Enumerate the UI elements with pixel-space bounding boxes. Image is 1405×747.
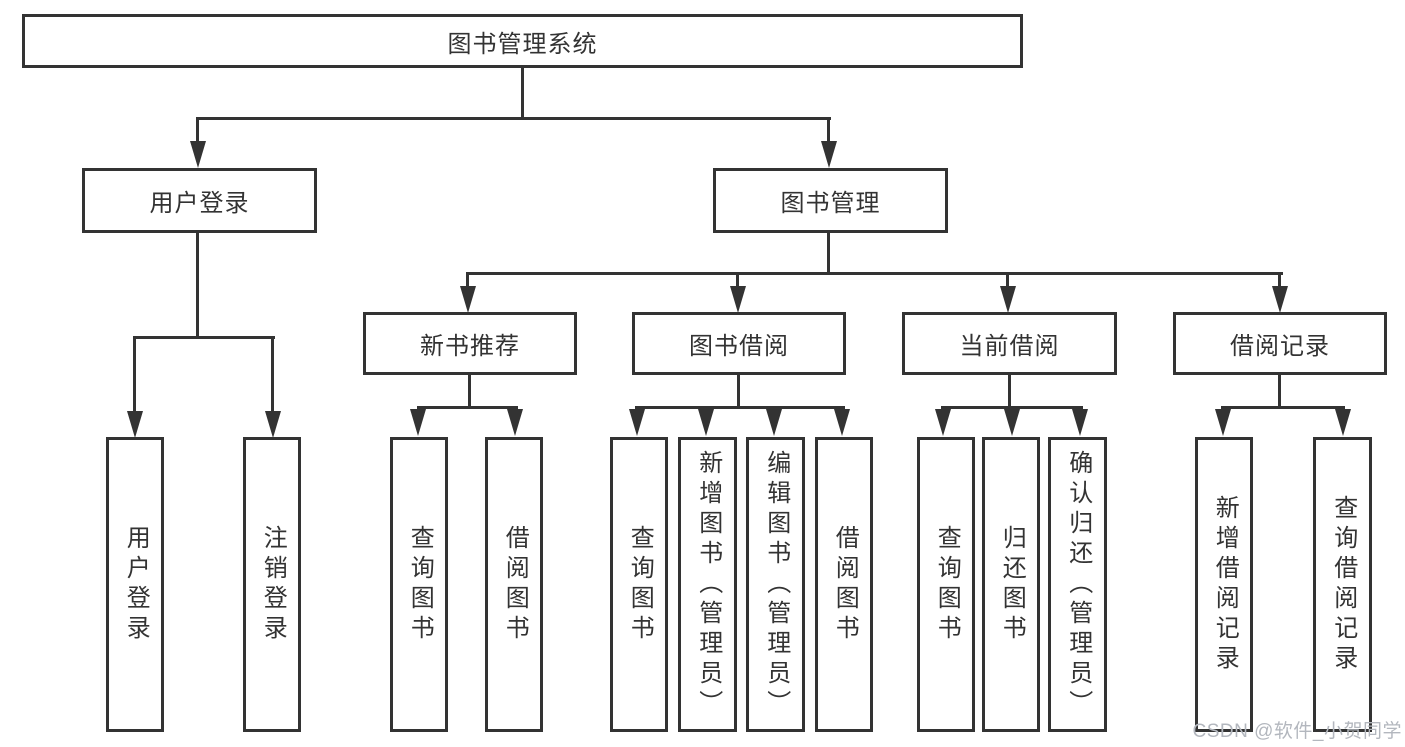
connector-drop [736,272,739,289]
arrow-down-icon [821,141,837,168]
connector-group-hline [635,406,845,409]
leaf-label: 新增图书（管理员） [694,449,722,720]
connector-book-mgmt-stem [827,232,830,275]
connector-drop [1006,272,1009,289]
node-label: 图书借阅 [689,333,789,360]
arrow-down-icon [1335,409,1351,436]
connector-group-stem [1278,375,1281,409]
arrow-down-icon [935,409,951,436]
leaf-label: 新增借阅记录 [1211,494,1239,675]
leaf-label: 查询图书 [406,524,434,645]
leaf-label: 编辑图书（管理员） [762,449,790,720]
leaf-borrow-books: 借阅图书 [815,437,873,732]
leaf-label: 确认归还（管理员） [1064,449,1092,720]
arrow-down-icon [766,409,782,436]
leaf-label: 查询图书 [626,524,654,645]
leaf-logout: 注销登录 [243,437,301,732]
leaf-label: 注销登录 [259,524,287,645]
leaf-query-borrow-record: 查询借阅记录 [1313,437,1372,732]
node-book-management-label: 图书管理 [780,190,881,217]
leaf-confirm-return-admin: 确认归还（管理员） [1048,437,1107,732]
leaf-label: 查询图书 [933,524,961,645]
connector-user-login-hline [133,336,275,339]
leaf-add-book-admin: 新增图书（管理员） [678,437,737,732]
connector-level2-hline [196,117,831,120]
node-book-management: 图书管理 [713,168,948,233]
arrow-down-icon [410,409,426,436]
leaf-label: 用户登录 [122,524,150,645]
node-root: 图书管理系统 [22,14,1023,68]
arrow-down-icon [507,409,523,436]
arrow-down-icon [460,286,476,313]
connector-drop [133,336,136,414]
node-user-login-label: 用户登录 [149,190,250,217]
connector-group-stem [1008,375,1011,409]
connector-level3-hline [466,272,1283,275]
connector-group-stem [737,375,740,409]
leaf-label: 借阅图书 [831,524,859,645]
leaf-edit-book-admin: 编辑图书（管理员） [746,437,805,732]
leaf-query-books: 查询图书 [610,437,668,732]
arrow-down-icon [698,409,714,436]
arrow-down-icon [127,411,143,438]
connector-group-hline [941,406,1083,409]
leaf-label: 查询借阅记录 [1329,494,1357,675]
leaf-label: 归还图书 [998,524,1026,645]
leaf-borrow-books: 借阅图书 [485,437,543,732]
arrow-down-icon [629,409,645,436]
leaf-add-borrow-record: 新增借阅记录 [1195,437,1253,732]
leaf-user-login: 用户登录 [106,437,164,732]
node-label: 借阅记录 [1230,333,1330,360]
arrow-down-icon [1072,409,1088,436]
connector-root-stem [521,67,524,118]
node-user-login: 用户登录 [82,168,317,233]
node-label: 新书推荐 [420,333,520,360]
connector-book-mgmt-drop [827,117,830,145]
connector-group-stem [468,375,471,409]
connector-group-hline [417,406,518,409]
connector-group-hline [1221,406,1345,409]
arrow-down-icon [1272,286,1288,313]
arrow-down-icon [730,286,746,313]
arrow-down-icon [190,141,206,168]
node-borrow-records: 借阅记录 [1173,312,1387,375]
node-new-book-recommend: 新书推荐 [363,312,577,375]
node-label: 当前借阅 [959,333,1060,360]
csdn-watermark: CSDN @软件_小贺同学 [1192,721,1402,742]
arrow-down-icon [1000,286,1016,313]
connector-user-login-drop [196,117,199,145]
connector-drop [466,272,469,289]
leaf-query-books: 查询图书 [390,437,448,732]
leaf-query-books: 查询图书 [917,437,975,732]
node-root-label: 图书管理系统 [447,30,598,58]
arrow-down-icon [265,411,281,438]
arrow-down-icon [1004,409,1020,436]
connector-drop [271,336,274,414]
node-book-borrow: 图书借阅 [632,312,846,375]
arrow-down-icon [1215,409,1231,436]
node-current-borrow: 当前借阅 [902,312,1117,375]
leaf-return-books: 归还图书 [982,437,1040,732]
connector-user-login-stem [196,232,199,337]
leaf-label: 借阅图书 [501,524,529,645]
connector-drop [1278,272,1281,289]
arrow-down-icon [834,409,850,436]
